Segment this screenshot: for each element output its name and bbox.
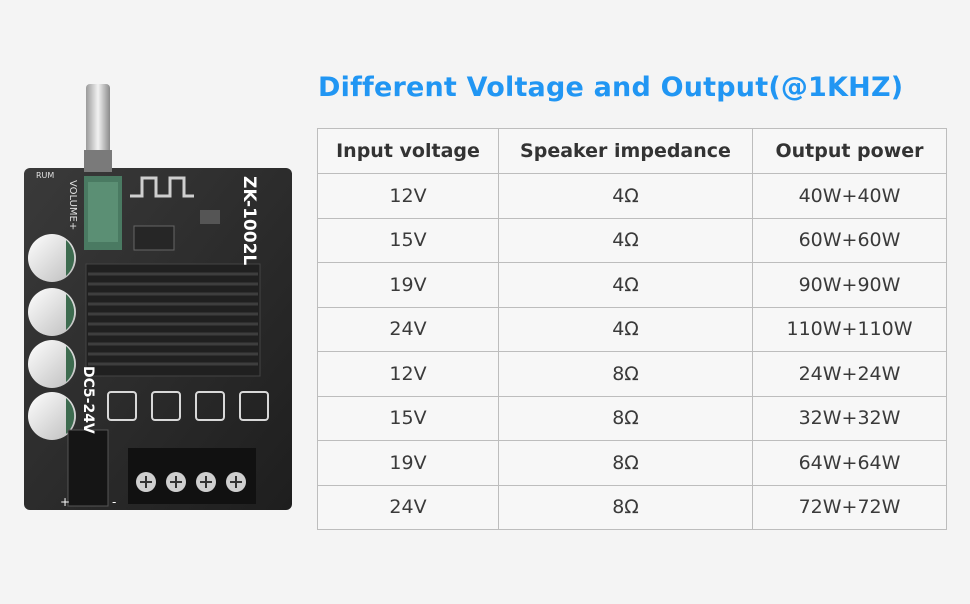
cell-speaker-impedance: 8Ω — [498, 484, 753, 530]
cell-input-voltage: 19V — [317, 440, 499, 486]
cell-speaker-impedance: 8Ω — [498, 395, 753, 441]
cell-output-power: 110W+110W — [752, 306, 947, 352]
cell-input-voltage: 24V — [317, 484, 499, 530]
cell-speaker-impedance: 4Ω — [498, 306, 753, 352]
cell-output-power: 60W+60W — [752, 217, 947, 263]
amplifier-board-image: ZK-1002L VOLUME+ RUM DC5-24V + - — [0, 0, 310, 600]
table-header-row: Input voltage Speaker impedance Output p… — [317, 128, 947, 174]
header-speaker-impedance: Speaker impedance — [498, 128, 753, 174]
cell-output-power: 90W+90W — [752, 262, 947, 308]
cell-speaker-impedance: 4Ω — [498, 262, 753, 308]
table-row: 19V 4Ω 90W+90W — [317, 262, 947, 308]
cell-output-power: 40W+40W — [752, 173, 947, 219]
cell-input-voltage: 12V — [317, 173, 499, 219]
table-row: 24V 4Ω 110W+110W — [317, 306, 947, 352]
cell-speaker-impedance: 4Ω — [498, 173, 753, 219]
cell-input-voltage: 12V — [317, 351, 499, 397]
cell-output-power: 32W+32W — [752, 395, 947, 441]
cell-output-power: 72W+72W — [752, 484, 947, 530]
cell-speaker-impedance: 8Ω — [498, 440, 753, 486]
table-row: 24V 8Ω 72W+72W — [317, 484, 947, 530]
cell-speaker-impedance: 8Ω — [498, 351, 753, 397]
board-rum-label: RUM — [36, 171, 54, 180]
cell-input-voltage: 24V — [317, 306, 499, 352]
cell-speaker-impedance: 4Ω — [498, 217, 753, 263]
cell-output-power: 64W+64W — [752, 440, 947, 486]
board-voltage-label: DC5-24V — [80, 366, 96, 434]
header-output-power: Output power — [752, 128, 947, 174]
cell-input-voltage: 15V — [317, 395, 499, 441]
table-row: 12V 4Ω 40W+40W — [317, 173, 947, 219]
cell-input-voltage: 19V — [317, 262, 499, 308]
circuit-board-icon: ZK-1002L VOLUME+ RUM DC5-24V + - — [24, 84, 292, 510]
spec-table: Input voltage Speaker impedance Output p… — [317, 128, 947, 530]
cell-input-voltage: 15V — [317, 217, 499, 263]
header-input-voltage: Input voltage — [317, 128, 499, 174]
cell-output-power: 24W+24W — [752, 351, 947, 397]
board-model-label: ZK-1002L — [239, 176, 259, 265]
board-plus-label: + — [60, 495, 70, 509]
table-row: 19V 8Ω 64W+64W — [317, 440, 947, 486]
page-title: Different Voltage and Output(@1KHZ) — [318, 72, 904, 103]
board-volume-label: VOLUME+ — [67, 180, 78, 230]
table-row: 12V 8Ω 24W+24W — [317, 351, 947, 397]
table-row: 15V 4Ω 60W+60W — [317, 217, 947, 263]
board-minus-label: - — [112, 495, 116, 509]
table-row: 15V 8Ω 32W+32W — [317, 395, 947, 441]
